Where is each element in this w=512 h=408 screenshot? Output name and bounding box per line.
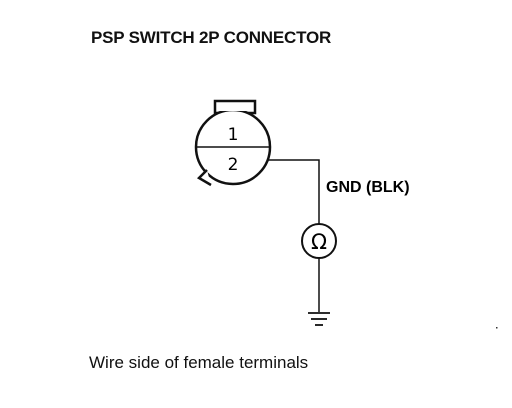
ohmmeter-icon: Ω: [301, 223, 337, 259]
connector-key-notch: [196, 169, 212, 187]
connector-2p-icon: 1 2: [194, 99, 272, 187]
scan-speck: [496, 327, 498, 329]
pin-1-label: 1: [228, 125, 239, 145]
wire-label: GND (BLK): [326, 179, 410, 196]
diagram-title: PSP SWITCH 2P CONNECTOR: [91, 28, 332, 47]
ground-symbol-icon: [308, 312, 330, 326]
test-wire: [268, 159, 320, 224]
ohm-symbol: Ω: [311, 230, 327, 254]
pin-2-label: 2: [228, 155, 239, 175]
diagram-caption: Wire side of female terminals: [89, 353, 309, 372]
